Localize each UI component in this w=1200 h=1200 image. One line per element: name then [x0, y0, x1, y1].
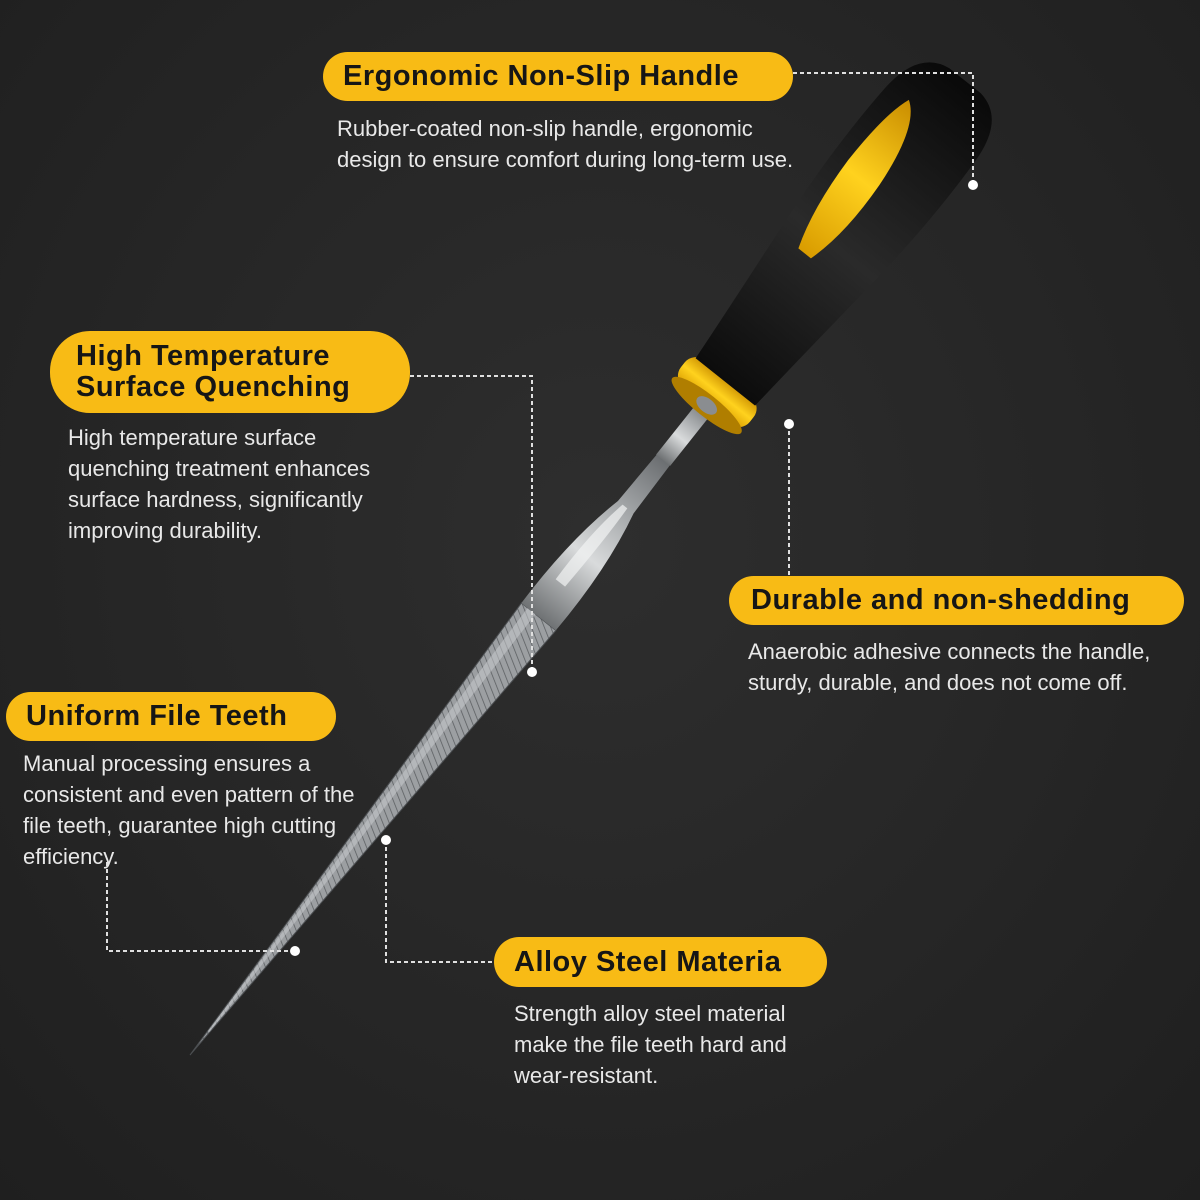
- feature-title-quenching: High Temperature Surface Quenching: [50, 331, 410, 413]
- feature-title-quenching-line1: High Temperature: [76, 340, 331, 372]
- feature-desc-steel: Strength alloy steel material make the f…: [514, 1001, 787, 1088]
- handle-collar: [671, 357, 757, 435]
- feature-title-quenching-line2: Surface Quenching: [76, 371, 351, 403]
- feature-desc-teeth: Manual processing ensures a consistent a…: [23, 751, 355, 869]
- feature-title-steel-text: Alloy Steel Materia: [514, 945, 782, 978]
- connector-dots: [290, 180, 978, 956]
- handle-body: [695, 62, 992, 406]
- feature-title-steel: Alloy Steel Materia: [494, 937, 827, 987]
- feature-title-handle-text: Ergonomic Non-Slip Handle: [343, 60, 739, 92]
- feature-title-durable-text: Durable and non-shedding: [751, 584, 1131, 616]
- connector-lines: [106, 72, 974, 963]
- feature-title-teeth-text: Uniform File Teeth: [26, 700, 288, 732]
- handle-grip-insert: [798, 99, 911, 259]
- feature-title-handle: Ergonomic Non-Slip Handle: [323, 52, 793, 101]
- feature-title-durable: Durable and non-shedding: [729, 576, 1184, 625]
- feature-desc-durable: Anaerobic adhesive connects the handle, …: [748, 639, 1151, 695]
- feature-desc-handle: Rubber-coated non-slip handle, ergonomic…: [337, 116, 794, 172]
- feature-desc-quenching: High temperature surface quenching treat…: [68, 425, 371, 543]
- feature-title-teeth: Uniform File Teeth: [6, 692, 336, 741]
